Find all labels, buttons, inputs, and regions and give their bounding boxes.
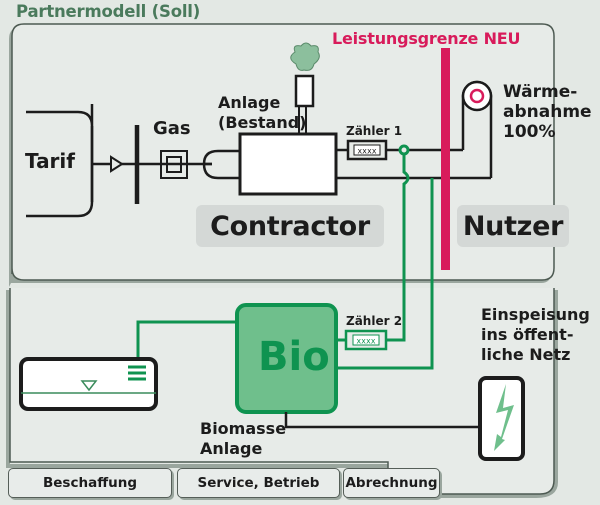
bio-pipes: [136, 152, 434, 370]
tab-service-betrieb[interactable]: Service, Betrieb: [177, 468, 340, 498]
flow-arrow-icon: [110, 155, 124, 173]
existing-plant-box: [238, 132, 338, 196]
existing-plant-label: Anlage (Bestand): [218, 93, 306, 133]
heat-consumption-line2: abnahme: [503, 102, 592, 122]
junction-node: [398, 144, 410, 156]
gas-meter-icon: [160, 150, 188, 179]
meter-1-label: Zähler 1: [346, 124, 403, 138]
grid-feed-line: [284, 412, 480, 429]
tarif-bracket: [26, 104, 94, 218]
biomass-plant-label: Biomasse Anlage: [200, 419, 286, 459]
grid-feed-line1: Einspeisung: [481, 305, 590, 324]
gas-label: Gas: [153, 118, 191, 139]
grid-feed-line3: liche Netz: [481, 345, 571, 364]
bio-label: Bio: [258, 334, 330, 380]
chimney-icon: [294, 74, 315, 108]
page-title: Partnermodell (Soll): [16, 2, 201, 21]
existing-plant-label-line1: Anlage: [218, 93, 281, 112]
service-boundary-bar: [441, 48, 450, 270]
biomass-label-line1: Biomasse: [200, 419, 287, 438]
tab-abrechnung-label: Abrechnung: [345, 475, 438, 491]
heat-consumption-line3: 100%: [503, 122, 556, 142]
tarif-label: Tarif: [25, 149, 75, 173]
grid-feed-box: [478, 376, 525, 461]
existing-plant-label-line2: (Bestand): [218, 113, 307, 132]
svg-text:xxxx: xxxx: [356, 337, 375, 346]
tank-inlet-icon: [128, 365, 146, 381]
contractor-role-label: Contractor: [196, 205, 384, 247]
boundary-label: Leistungsgrenze NEU: [332, 29, 521, 48]
radiator-icon: [461, 80, 493, 112]
storage-tank-icon: [19, 357, 158, 411]
tab-abrechnung[interactable]: Abrechnung: [343, 468, 440, 498]
user-role-label: Nutzer: [457, 205, 569, 247]
biomass-label-line2: Anlage: [200, 439, 263, 458]
heat-consumption-label: Wärme- abnahme 100%: [503, 82, 592, 142]
svg-text:xxxx: xxxx: [357, 147, 376, 156]
grid-feed-label: Einspeisung ins öffent- liche Netz: [481, 305, 590, 365]
heat-consumption-line1: Wärme-: [503, 82, 578, 102]
grid-feed-line2: ins öffent-: [481, 325, 574, 344]
meter-2-label: Zähler 2: [346, 314, 403, 328]
smoke-cloud-icon: [290, 42, 320, 71]
tab-beschaffung[interactable]: Beschaffung: [8, 468, 172, 498]
lightning-icon: [494, 384, 514, 451]
